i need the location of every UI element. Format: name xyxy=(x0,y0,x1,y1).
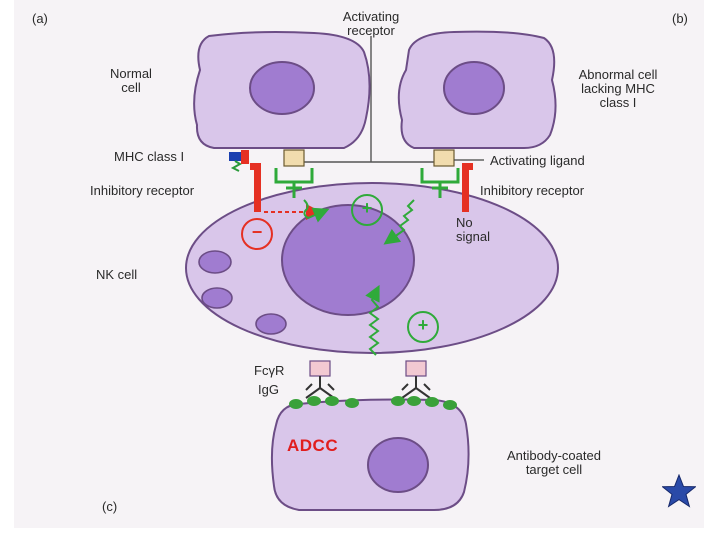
inhibitory-receptor-left-label: Inhibitory receptor xyxy=(90,183,195,198)
igg-bead xyxy=(407,396,421,406)
activation-plus-circle xyxy=(351,194,383,226)
igg-antibody xyxy=(305,376,335,399)
nk-cell-diagram xyxy=(185,30,559,511)
activating-receptor-label-line: receptor xyxy=(347,23,395,38)
igg-bead xyxy=(325,396,339,406)
nk-cell-label: NK cell xyxy=(96,267,138,282)
plus-sign: + xyxy=(361,198,373,218)
normal-cell-label-line: Normal xyxy=(110,66,152,81)
activation-signal-squiggle xyxy=(383,199,415,245)
inhibition-minus-circle xyxy=(241,218,273,250)
adcc-annotation: ADCC xyxy=(287,436,339,455)
igg-bead xyxy=(443,400,457,410)
activating-receptor-label-line: Activating xyxy=(342,9,400,24)
igg-antibody xyxy=(401,376,431,399)
activating-receptor-right xyxy=(420,168,460,198)
fc-gamma-receptor xyxy=(309,360,331,377)
activating-ligand-right xyxy=(433,149,455,167)
inhibitory-receptor-right xyxy=(462,163,473,212)
abnormal-cell-label-line: class I xyxy=(599,95,637,110)
igg-bead xyxy=(307,396,321,406)
mhc-class-i-molecule xyxy=(229,152,241,161)
mhc-class-i-label: MHC class I xyxy=(114,149,185,164)
target-cell-nucleus xyxy=(367,437,429,493)
nk-granule xyxy=(198,250,232,274)
figure-panel: (a) (b) (c) Activating receptor Normal c… xyxy=(14,0,704,528)
abnormal-cell-label-line: Abnormal cell xyxy=(578,67,658,82)
nk-granule xyxy=(255,313,287,335)
igg-bead xyxy=(289,399,303,409)
normal-cell-nucleus xyxy=(249,61,315,115)
panel-label-c: (c) xyxy=(102,499,118,514)
minus-sign: − xyxy=(251,222,263,242)
no-signal-label-line: No xyxy=(456,215,473,230)
activating-ligand-label: Activating ligand xyxy=(490,153,585,168)
target-cell-label: Antibody-coated target cell xyxy=(480,449,628,477)
nk-cell-nucleus xyxy=(281,204,415,316)
igg-label: IgG xyxy=(258,382,279,397)
plus-sign: + xyxy=(417,315,429,335)
activation-plus-circle xyxy=(407,311,439,343)
igg-bead xyxy=(345,398,359,408)
adcc-activation-squiggle xyxy=(365,284,380,356)
activating-receptor-pointer-lines xyxy=(299,36,444,163)
igg-bead xyxy=(391,396,405,406)
inhibitory-receptor-left xyxy=(250,163,261,212)
activating-ligand-left xyxy=(283,149,305,167)
star-icon[interactable] xyxy=(662,474,696,508)
target-cell-label-line: target cell xyxy=(525,462,583,477)
activating-receptor-left xyxy=(274,168,314,198)
fc-gamma-receptor-label: FcγR xyxy=(254,363,285,378)
activation-signal-squiggle xyxy=(303,199,330,223)
no-signal-label-line: signal xyxy=(456,229,490,244)
igg-bead xyxy=(425,397,439,407)
inhibitory-receptor-right-label: Inhibitory receptor xyxy=(480,183,585,198)
panel-label-a: (a) xyxy=(32,11,48,26)
activating-receptor-label: Activating receptor xyxy=(326,10,416,38)
no-signal-label: No signal xyxy=(456,216,490,244)
abnormal-cell-nucleus xyxy=(443,61,505,115)
abnormal-cell-label-line: lacking MHC xyxy=(581,81,655,96)
target-cell-label-line: Antibody-coated xyxy=(507,448,601,463)
fc-gamma-receptor xyxy=(405,360,427,377)
nk-granule xyxy=(201,287,233,309)
normal-cell-label: Normal cell xyxy=(92,67,170,95)
normal-cell-label-line: cell xyxy=(121,80,141,95)
abnormal-cell-label: Abnormal cell lacking MHC class I xyxy=(562,68,674,110)
panel-label-b: (b) xyxy=(672,11,688,26)
